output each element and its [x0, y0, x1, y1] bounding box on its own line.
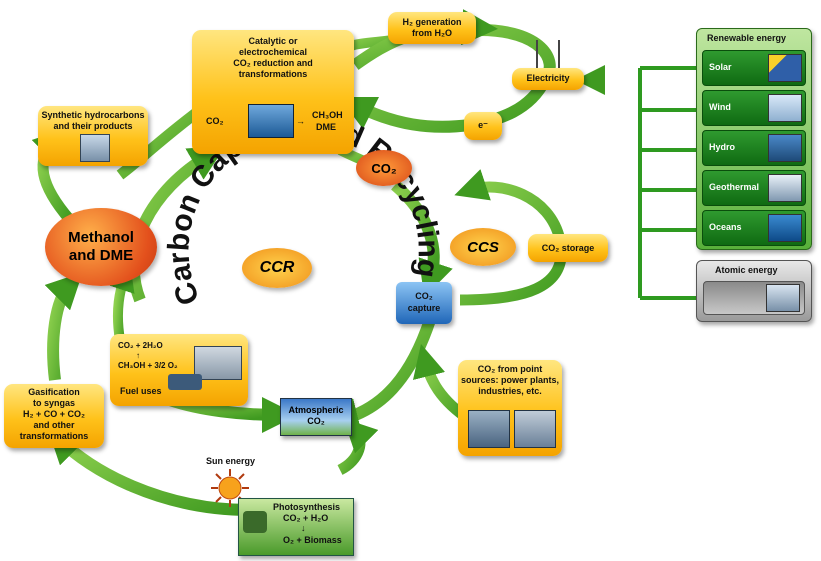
photo-line-3: ↓ — [301, 523, 306, 533]
gasification-line-2: to syngas — [32, 398, 75, 408]
catalytic-eq-arrow: → — [296, 116, 305, 126]
pylon-icon — [536, 40, 560, 70]
atomic-energy-panel: Atomic energy — [696, 260, 812, 322]
industry-icon — [514, 410, 556, 448]
ccr-label: CCR — [259, 259, 295, 276]
methanol-line-1: Methanol — [68, 229, 134, 246]
nuclear-plant-icon — [766, 284, 800, 312]
point-sources-box: CO₂ from point sources: power plants, in… — [458, 360, 562, 456]
atomic-title: Atomic energy — [715, 265, 778, 275]
co2-oval: CO₂ — [356, 150, 412, 186]
renewable-solar-label: Solar — [709, 62, 732, 72]
tractor-icon — [243, 511, 267, 533]
photosynthesis-box: Photosynthesis CO₂ + H₂O ↓ O₂ + Biomass — [238, 498, 354, 556]
power-plant-icon — [468, 410, 510, 448]
co2-storage-box: CO₂ storage — [528, 234, 608, 262]
fuel-eq-1: CO₂ + 2H₂O — [118, 341, 163, 350]
factory-icon — [194, 346, 242, 380]
photo-line-1: Photosynthesis — [273, 502, 341, 512]
fuel-eq-3: CH₃OH + 3/2 O₂ — [118, 361, 178, 370]
catalytic-line-1: Catalytic or — [248, 36, 298, 46]
h2-generation-box: H₂ generation from H₂O — [388, 12, 476, 44]
wind-icon — [768, 94, 802, 122]
renewable-item-geothermal: Geothermal — [702, 170, 806, 206]
catalytic-box: Catalytic or electrochemical CO₂ reducti… — [192, 30, 354, 154]
atmospheric-co2-box: Atmospheric CO₂ — [280, 398, 352, 436]
catalytic-line-3: CO₂ reduction and — [233, 58, 313, 68]
gasification-line-5: transformations — [19, 431, 89, 441]
sun-icon — [211, 469, 249, 507]
synthetic-line-1: Synthetic hydrocarbons — [41, 110, 145, 120]
ccs-oval: CCS — [450, 228, 516, 266]
renewable-title: Renewable energy — [707, 33, 787, 43]
fuel-uses-box: CO₂ + 2H₂O ↑ CH₃OH + 3/2 O₂ Fuel uses — [110, 334, 248, 406]
gasification-line-1: Gasification — [28, 387, 80, 397]
refinery-icon — [80, 134, 110, 162]
methanol-dme-oval: Methanol and DME — [45, 208, 157, 286]
arrow-photo-right — [337, 418, 379, 475]
renewable-item-oceans: Oceans — [702, 210, 806, 246]
renewable-item-hydro: Hydro — [702, 130, 806, 166]
reactor-icon — [248, 104, 294, 138]
renewable-geothermal-label: Geothermal — [709, 182, 760, 192]
atmospheric-line-1: Atmospheric — [288, 405, 344, 415]
synthetic-line-2: and their products — [53, 121, 133, 131]
co2-label: CO₂ — [371, 160, 397, 176]
renewable-hydro-label: Hydro — [709, 142, 736, 152]
sun-energy-label: Sun energy — [206, 456, 256, 466]
arrow-inner-left — [127, 145, 226, 303]
atomic-inner — [703, 281, 805, 315]
geothermal-icon — [768, 174, 802, 202]
oceans-icon — [768, 214, 802, 242]
ccs-label: CCS — [467, 238, 499, 256]
renewable-connector — [638, 66, 700, 300]
renewable-item-wind: Wind — [702, 90, 806, 126]
gasification-line-3: H₂ + CO + CO₂ — [22, 409, 85, 419]
renewable-wind-label: Wind — [709, 102, 731, 112]
fuel-label: Fuel uses — [120, 386, 162, 396]
ccr-oval: CCR — [242, 248, 312, 288]
electron-label: e⁻ — [478, 120, 488, 130]
arrow-outer-bottom — [47, 427, 251, 516]
capture-line-1: CO₂ — [415, 291, 433, 301]
truck-icon — [168, 374, 202, 390]
gasification-box: Gasification to syngas H₂ + CO + CO₂ and… — [4, 384, 104, 448]
gasification-line-4: and other — [33, 420, 75, 430]
photo-line-2: CO₂ + H₂O — [283, 513, 329, 523]
catalytic-line-2: electrochemical — [238, 47, 308, 57]
hydro-icon — [768, 134, 802, 162]
storage-label: CO₂ storage — [541, 243, 595, 253]
atmospheric-line-2: CO₂ — [307, 416, 325, 426]
h2-line-1: H₂ generation — [402, 17, 462, 27]
fuel-eq-2: ↑ — [136, 351, 140, 360]
photo-line-4: O₂ + Biomass — [283, 535, 342, 545]
catalytic-eq-right-1: CH₃OH — [312, 110, 343, 120]
synthetic-hydrocarbons-box: Synthetic hydrocarbons and their product… — [38, 106, 148, 166]
arrow-co2-to-capture — [391, 180, 453, 298]
solar-icon — [768, 54, 802, 82]
catalytic-eq-left: CO₂ — [206, 116, 224, 126]
arrow-catalytic-synthetic — [116, 105, 204, 180]
arrow-gasification-methanol — [44, 272, 83, 381]
arrow-capture-atmos — [322, 318, 436, 434]
h2-line-2: from H₂O — [412, 28, 452, 38]
methanol-line-2: and DME — [68, 247, 134, 264]
capture-line-2: capture — [407, 303, 441, 313]
electron-box: e⁻ — [464, 112, 502, 140]
catalytic-eq-right-2: DME — [316, 122, 336, 132]
catalytic-line-4: transformations — [238, 69, 308, 79]
electricity-box: Electricity — [512, 68, 584, 90]
renewable-item-solar: Solar — [702, 50, 806, 86]
point-line-1: CO₂ from point — [477, 364, 543, 374]
co2-capture-box: CO₂ capture — [396, 282, 452, 324]
point-line-3: industries, etc. — [478, 386, 542, 396]
electricity-label: Electricity — [526, 73, 570, 83]
renewable-oceans-label: Oceans — [709, 222, 742, 232]
point-line-2: sources: power plants, — [460, 375, 560, 385]
